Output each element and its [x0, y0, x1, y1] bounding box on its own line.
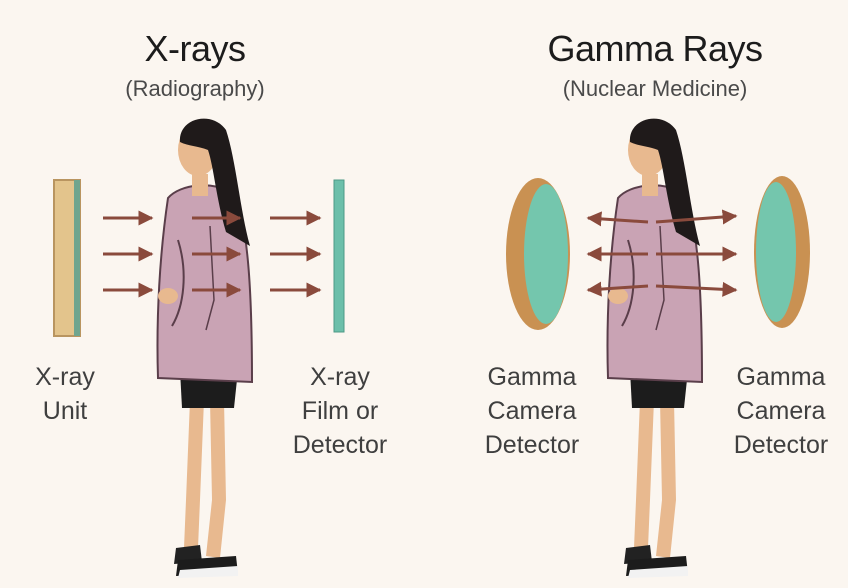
gamma-right-detector-label-line-3: Detector: [718, 428, 844, 462]
gamma-left-camera-icon: [506, 178, 570, 330]
xray-detector-plate: [334, 180, 344, 332]
gamma-right-detector-label: Gamma Camera Detector: [718, 360, 844, 462]
xray-detector-label-line-2: Film or: [270, 394, 410, 428]
xray-detector-label-line-1: X-ray: [270, 360, 410, 394]
gamma-left-detector-label-line-3: Detector: [462, 428, 602, 462]
xray-patient-figure: [157, 119, 252, 578]
gamma-left-detector-label-line-2: Camera: [462, 394, 602, 428]
xray-unit-window: [74, 180, 80, 336]
gamma-left-detector-label-line-1: Gamma: [462, 360, 602, 394]
gamma-patient-figure: [607, 119, 702, 578]
gamma-right-detector-label-line-2: Camera: [718, 394, 844, 428]
xray-incoming-arrows: [103, 218, 152, 290]
gamma-right-camera-icon: [754, 176, 810, 328]
xray-unit-label: X-ray Unit: [10, 360, 120, 428]
gamma-left-detector-label: Gamma Camera Detector: [462, 360, 602, 462]
xray-outgoing-arrows: [270, 218, 320, 290]
gamma-right-detector-label-line-1: Gamma: [718, 360, 844, 394]
xray-unit-label-line-1: X-ray: [10, 360, 120, 394]
xray-unit-label-line-2: Unit: [10, 394, 120, 428]
xray-detector-label-line-3: Detector: [270, 428, 410, 462]
xray-detector-label: X-ray Film or Detector: [270, 360, 410, 462]
